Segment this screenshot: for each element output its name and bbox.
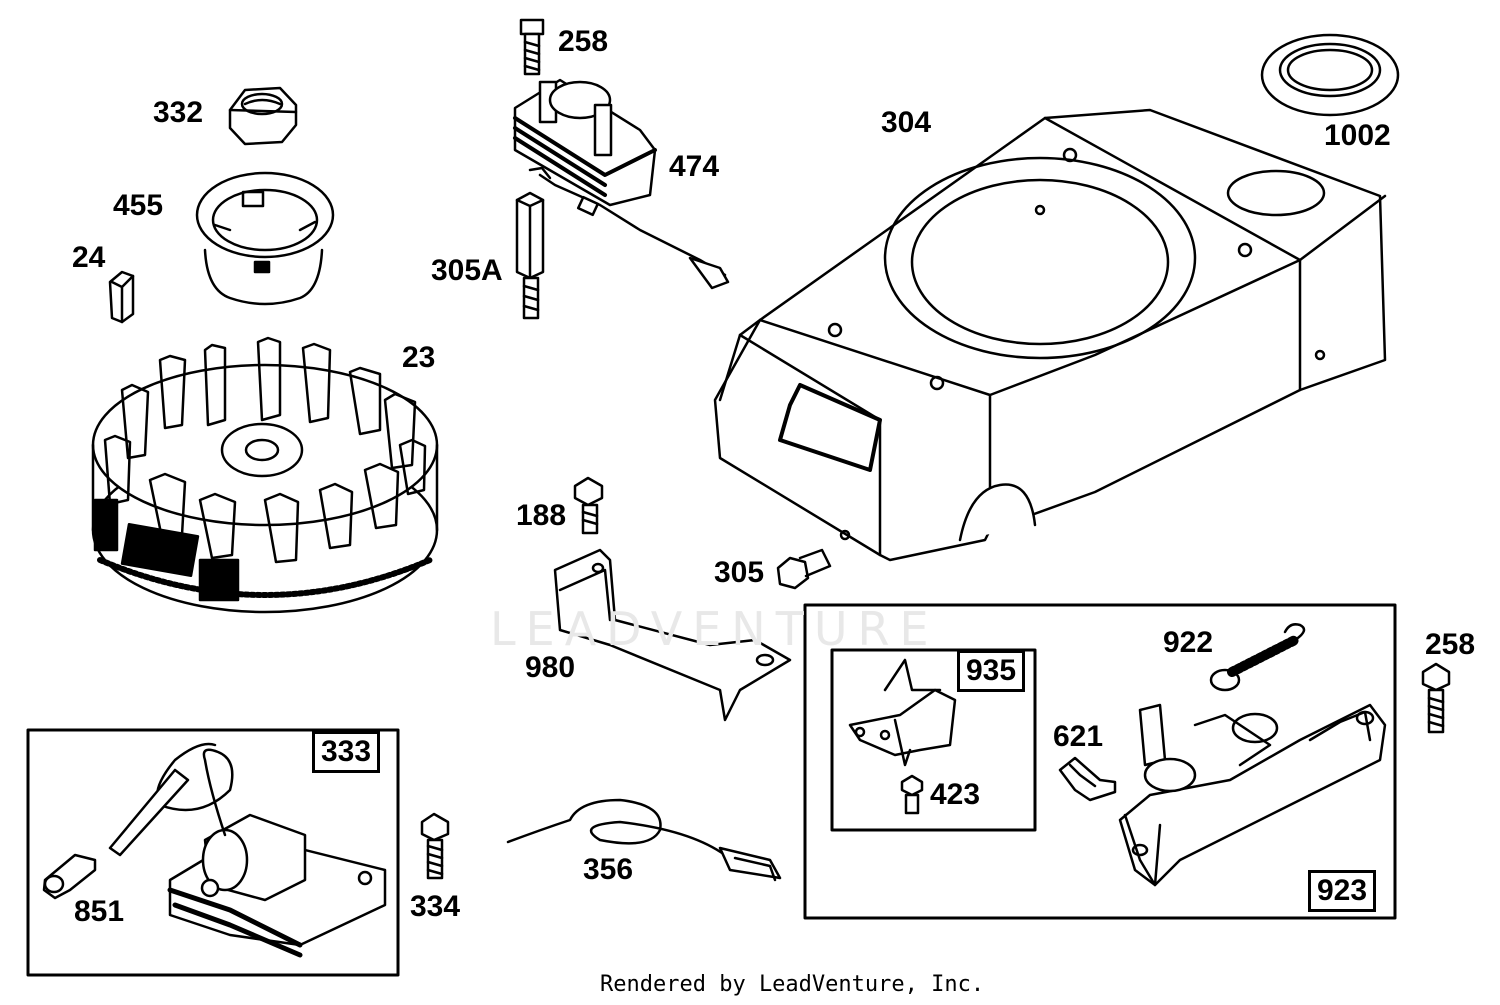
screw-423 xyxy=(900,774,924,815)
control-bracket-923 xyxy=(1118,703,1387,887)
bolt-334 xyxy=(420,812,450,880)
clip-851 xyxy=(42,853,97,900)
spacer-305a xyxy=(515,191,545,320)
bolt-188 xyxy=(573,476,604,535)
wire-356 xyxy=(506,798,782,882)
part-label-1002[interactable]: 1002 xyxy=(1324,119,1391,152)
kit-label-333[interactable]: 333 xyxy=(312,731,381,773)
part-label-188[interactable]: 188 xyxy=(516,499,567,532)
kit-923-frame xyxy=(803,603,1397,920)
armature-474 xyxy=(513,78,730,290)
starter-cup-455 xyxy=(195,171,335,306)
flywheel-23 xyxy=(91,336,439,614)
watermark: LEADVENTURE xyxy=(490,602,939,656)
bolt-305 xyxy=(776,548,832,590)
bolt-258-right xyxy=(1421,662,1451,734)
nut-332 xyxy=(228,86,298,146)
part-label-258-right[interactable]: 258 xyxy=(1425,628,1476,661)
key-24 xyxy=(108,270,135,324)
kit-label-923[interactable]: 923 xyxy=(1308,870,1377,912)
seal-1002 xyxy=(1260,33,1400,117)
part-label-258-top[interactable]: 258 xyxy=(558,25,609,58)
part-label-922[interactable]: 922 xyxy=(1163,626,1214,659)
part-label-980[interactable]: 980 xyxy=(525,651,576,684)
brake-935 xyxy=(848,658,957,767)
part-label-356[interactable]: 356 xyxy=(583,853,634,886)
part-label-305a[interactable]: 305A xyxy=(431,254,503,287)
part-label-423[interactable]: 423 xyxy=(930,778,981,811)
blower-housing-304 xyxy=(713,108,1387,562)
part-label-455[interactable]: 455 xyxy=(113,189,164,222)
clip-621 xyxy=(1058,756,1117,802)
part-label-851[interactable]: 851 xyxy=(74,895,125,928)
bracket-980 xyxy=(553,548,792,722)
part-label-332[interactable]: 332 xyxy=(153,96,204,129)
part-label-304[interactable]: 304 xyxy=(881,106,932,139)
kit-935-frame xyxy=(830,648,1037,832)
part-label-621[interactable]: 621 xyxy=(1053,720,1104,753)
part-label-474[interactable]: 474 xyxy=(669,150,720,183)
bolt-258-top xyxy=(519,18,545,76)
footer-credit: Rendered by LeadVenture, Inc. xyxy=(600,972,985,997)
kit-label-935[interactable]: 935 xyxy=(957,650,1026,692)
ignition-module-333 xyxy=(108,742,387,958)
kit-333-frame xyxy=(26,728,400,977)
part-label-334[interactable]: 334 xyxy=(410,890,461,923)
spring-922 xyxy=(1209,623,1306,692)
part-label-305[interactable]: 305 xyxy=(714,556,765,589)
part-label-23[interactable]: 23 xyxy=(402,341,436,374)
part-label-24[interactable]: 24 xyxy=(72,241,106,274)
